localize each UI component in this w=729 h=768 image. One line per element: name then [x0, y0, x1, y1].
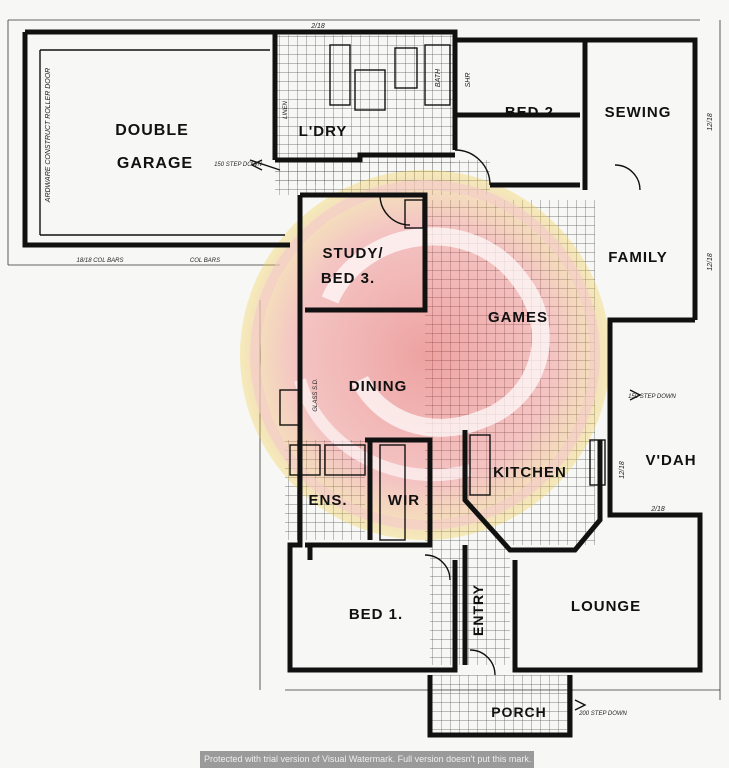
room-label-laundry: L'DRY [299, 123, 348, 140]
note-col-bars-1: 18/18 COL BARS [77, 258, 124, 264]
note-step-down-garage: 150 STEP DOWN [214, 162, 262, 168]
room-label-double: DOUBLE [115, 122, 189, 139]
room-label-bed3: BED 3. [321, 270, 375, 287]
note-dim-family-right: 12/18 [707, 113, 714, 131]
note-col-bars-2: COL BARS [190, 258, 220, 264]
note-dim-right-2: 12/18 [619, 461, 626, 479]
note-linen: LINEN [283, 100, 289, 118]
room-label-garage: GARAGE [117, 155, 193, 172]
wet-area-fixtures [279, 44, 606, 541]
room-label-dining: DINING [349, 378, 408, 395]
room-label-sewing: SEWING [605, 104, 672, 121]
internal-walls [275, 40, 603, 665]
note-dim-vdah: 2/18 [650, 506, 665, 513]
watermark-logo [240, 170, 610, 540]
room-label-study: STUDY/ [322, 245, 383, 262]
room-label-lounge: LOUNGE [571, 598, 641, 615]
room-label-bed1: BED 1. [349, 606, 403, 623]
note-step-down-porch: 200 STEP DOWN [578, 711, 627, 717]
room-label-bed2: BED 2. [505, 104, 559, 121]
room-label-wir: WIR [388, 492, 420, 509]
note-garage-side: ARDWARE CONSTRUCT ROLLER DOOR [45, 68, 52, 203]
room-label-games: GAMES [488, 309, 548, 326]
room-label-vdah: V'DAH [645, 452, 696, 469]
fixture-label-shr: SHR [465, 73, 472, 88]
note-dim-right-1: 12/18 [707, 253, 714, 271]
note-dim-top: 2/18 [310, 23, 325, 30]
room-label-entry: ENTRY [470, 584, 486, 636]
door-swings [249, 149, 641, 676]
room-label-porch: PORCH [491, 704, 547, 720]
fixture-label-bath: BATH [435, 68, 442, 87]
trial-watermark-footer: Protected with trial version of Visual W… [200, 751, 534, 768]
step-arrows [250, 159, 642, 711]
dimension-lines [7, 19, 721, 700]
note-step-down-vdah: 150 STEP DOWN [628, 394, 676, 400]
room-label-ens: ENS. [308, 492, 347, 509]
room-label-kitchen: KITCHEN [493, 464, 567, 481]
note-glass-door: GLASS S.D. [313, 378, 319, 411]
room-label-family: FAMILY [608, 249, 668, 266]
